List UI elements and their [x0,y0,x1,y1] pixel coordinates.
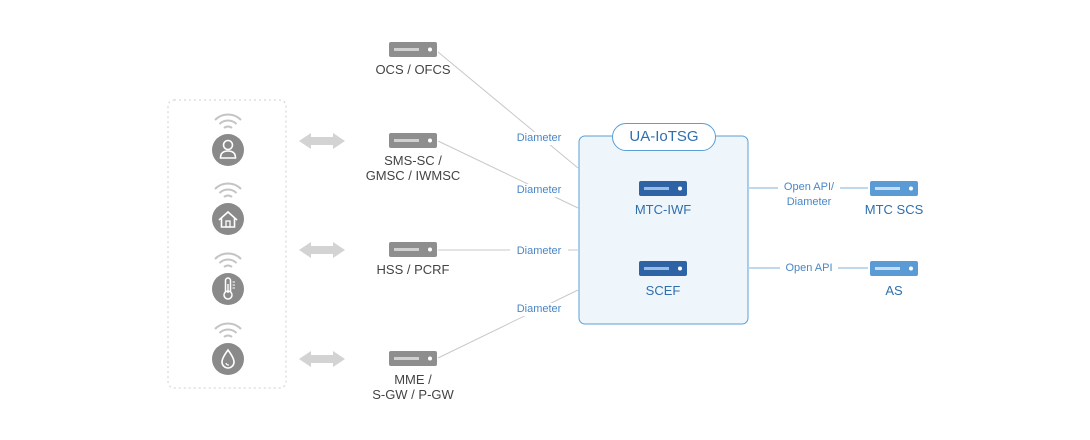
ocs-server-icon [389,42,437,57]
mtc-scs-label: MTC SCS [864,202,924,217]
home-icon [212,203,244,235]
water-drop-icon [212,343,244,375]
mtc-scs-server-icon [870,181,918,196]
gateway-title: UA-IoTSG [612,123,716,151]
double-arrow-icon [299,351,345,367]
hss-label: HSS / PCRF [376,262,450,277]
thermometer-icon [212,273,244,305]
scef-label: SCEF [645,283,681,298]
mme-label-line2: S-GW / P-GW [372,387,454,402]
wifi-icon [214,113,242,129]
link-mme [437,289,579,359]
double-arrow-icon [299,242,345,258]
ocs-label: OCS / OFCS [375,62,451,77]
sms-server-icon [389,133,437,148]
edge-label-open-api-diameter-line1: Open API/ [778,181,840,194]
link-ocs [437,51,579,169]
edge-label-diameter-mme: Diameter [510,303,568,316]
mtc-iwf-label: MTC-IWF [634,202,692,217]
hss-server-icon [389,242,437,257]
wifi-icon [214,322,242,338]
edge-label-open-api-diameter-line2: Diameter [778,196,840,209]
double-arrow-icon [299,133,345,149]
as-server-icon [870,261,918,276]
person-icon [212,134,244,166]
mme-label-line1: MME / [394,372,432,387]
edge-label-diameter-hss: Diameter [510,245,568,258]
mme-server-icon [389,351,437,366]
sms-label-line2: GMSC / IWMSC [365,168,461,183]
sms-label-line1: SMS-SC / [384,153,442,168]
as-label: AS [885,283,903,298]
edge-label-diameter-ocs: Diameter [510,132,568,145]
wifi-icon [214,182,242,198]
wifi-icon [214,252,242,268]
mtc-iwf-server-icon [639,181,687,196]
edge-label-diameter-sms: Diameter [510,184,568,197]
scef-server-icon [639,261,687,276]
edge-label-open-api: Open API [780,262,838,275]
